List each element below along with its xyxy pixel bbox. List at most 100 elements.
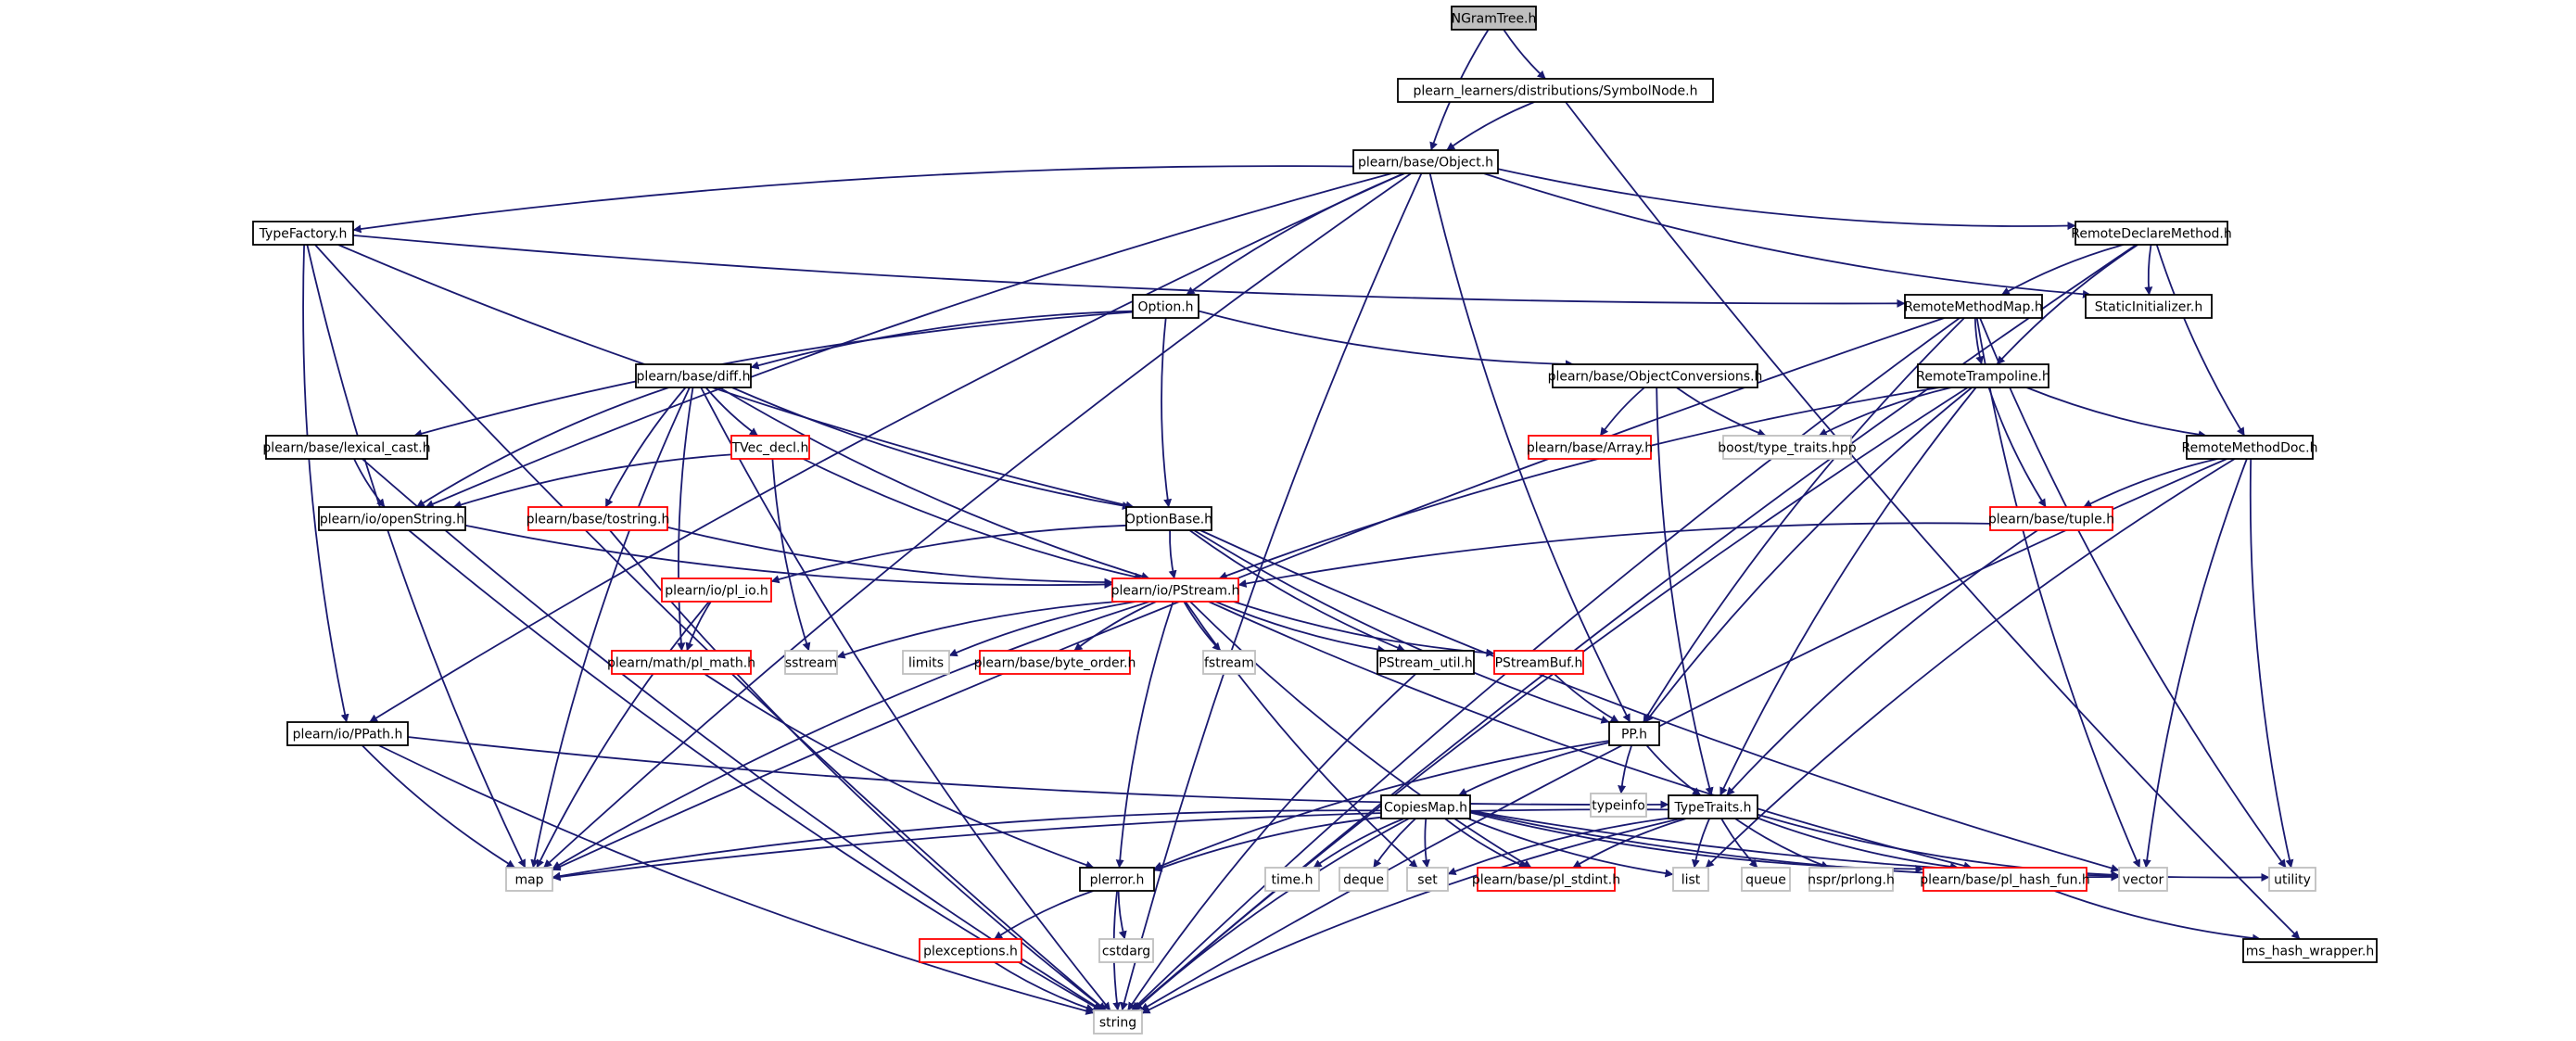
node-label-ngramtree: NGramTree.h	[1452, 12, 1537, 27]
node-remotetrampoline[interactable]: RemoteTrampoline.h	[1916, 363, 2050, 388]
edge-remotemethoddoc-to-string	[1140, 458, 2227, 1011]
node-typeinfo[interactable]: typeinfo	[1590, 793, 1647, 818]
node-boosttt[interactable]: boost/type_traits.hpp	[1718, 435, 1857, 460]
edge-ppath-to-typetraits	[407, 736, 1669, 809]
node-plhashfun[interactable]: plearn/base/pl_hash_fun.h	[1920, 867, 2090, 892]
node-pp[interactable]: PP.h	[1608, 721, 1660, 746]
node-objconv[interactable]: plearn/base/ObjectConversions.h	[1548, 363, 1763, 388]
node-fstream[interactable]: fstream	[1202, 650, 1256, 675]
node-set[interactable]: set	[1406, 867, 1449, 892]
node-staticinit[interactable]: StaticInitializer.h	[2085, 294, 2213, 319]
node-plmath[interactable]: plearn/math/pl_math.h	[607, 650, 755, 675]
node-label-lexicalcast: plearn/base/lexical_cast.h	[262, 441, 430, 456]
node-diff[interactable]: plearn/base/diff.h	[635, 363, 752, 388]
node-plerror[interactable]: plerror.h	[1079, 867, 1155, 892]
node-box-set	[1406, 867, 1449, 892]
edge-object-to-string	[1120, 172, 1423, 1011]
nodes-layer: NGramTree.h plearn_learners/distributions…	[252, 6, 2378, 1035]
node-box-plmath	[611, 650, 752, 675]
edge-pp-to-copiesmap	[1458, 742, 1610, 796]
edge-diff-to-plmath	[677, 387, 694, 652]
node-utility[interactable]: utility	[2268, 867, 2316, 892]
edge-typetraits-to-string	[1141, 818, 1681, 1014]
node-ngramtree[interactable]: NGramTree.h	[1451, 6, 1537, 31]
node-remotemethodmap[interactable]: RemoteMethodMap.h	[1904, 294, 2043, 319]
node-copiesmap[interactable]: CopiesMap.h	[1380, 794, 1471, 819]
node-label-typeinfo: typeinfo	[1592, 799, 1645, 814]
edge-pstream-to-pstreambuf	[1233, 601, 1495, 657]
node-box-remotemethodmap	[1904, 294, 2043, 319]
node-pstreambuf[interactable]: PStreamBuf.h	[1493, 650, 1584, 675]
node-openstring[interactable]: plearn/io/openString.h	[318, 506, 466, 531]
node-label-sstream: sstream	[785, 656, 837, 671]
edge-object-to-option	[1186, 172, 1405, 296]
edge-remotetrampoline-to-pstream	[1218, 387, 1940, 580]
node-box-typeinfo	[1590, 793, 1647, 818]
node-label-typetraits: TypeTraits.h	[1674, 801, 1752, 816]
edge-diff-to-optionbase	[731, 387, 1131, 510]
node-timeh[interactable]: time.h	[1264, 867, 1320, 892]
node-string[interactable]: string	[1093, 1009, 1143, 1035]
edge-option-to-objconv	[1198, 310, 1574, 369]
node-box-typefactory	[252, 221, 354, 246]
node-lexicalcast[interactable]: plearn/base/lexical_cast.h	[262, 435, 431, 460]
node-plexceptions[interactable]: plexceptions.h	[919, 938, 1022, 963]
node-label-plio: plearn/io/pl_io.h	[665, 584, 768, 599]
node-tvecdecl[interactable]: TVec_decl.h	[730, 435, 810, 460]
edge-typefactory-to-string	[314, 244, 1107, 1011]
node-mshashwrapper[interactable]: ms_hash_wrapper.h	[2242, 938, 2378, 963]
node-queue[interactable]: queue	[1741, 867, 1791, 892]
node-map[interactable]: map	[505, 867, 553, 892]
node-box-byteorder	[979, 650, 1131, 675]
edge-remotetrampoline-to-remotemethoddoc	[2025, 387, 2207, 439]
edge-typetraits-to-list	[1691, 818, 1711, 869]
node-byteorder[interactable]: plearn/base/byte_order.h	[974, 650, 1136, 675]
node-remotedeclaremethod[interactable]: RemoteDeclareMethod.h	[2071, 221, 2232, 246]
node-ppath[interactable]: plearn/io/PPath.h	[286, 721, 409, 746]
node-label-array: plearn/base/Array.h	[1527, 441, 1653, 456]
node-box-staticinit	[2085, 294, 2213, 319]
edge-object-to-staticinit	[1483, 172, 2091, 298]
node-sstream[interactable]: sstream	[784, 650, 838, 675]
node-typefactory[interactable]: TypeFactory.h	[252, 221, 354, 246]
node-limits[interactable]: limits	[902, 650, 950, 675]
edge-symbolnode-to-object	[1446, 101, 1535, 151]
node-label-optionbase: OptionBase.h	[1125, 513, 1212, 527]
node-label-tuple: plearn/base/tuple.h	[1988, 513, 2114, 527]
edge-remotemethoddoc-to-vector	[2142, 458, 2248, 869]
node-object[interactable]: plearn/base/Object.h	[1352, 149, 1499, 174]
node-pstream[interactable]: plearn/io/PStream.h	[1111, 578, 1240, 603]
edge-typetraits-to-queue	[1720, 818, 1758, 869]
edge-diff-to-openstring	[415, 387, 669, 508]
node-tostring[interactable]: plearn/base/tostring.h	[527, 506, 670, 531]
node-tuple[interactable]: plearn/base/tuple.h	[1988, 506, 2114, 531]
edge-pstream-to-plstdint	[1189, 601, 1532, 869]
edge-openstring-to-pstream	[464, 524, 1113, 589]
edge-remotemethodmap-to-remotetrampoline	[1973, 317, 1984, 365]
edge-diff-to-map	[530, 387, 691, 869]
node-optionbase[interactable]: OptionBase.h	[1125, 506, 1212, 531]
node-plstdint[interactable]: plearn/base/pl_stdint.h	[1472, 867, 1620, 892]
edge-objconv-to-array	[1599, 387, 1645, 437]
node-list[interactable]: list	[1672, 867, 1709, 892]
node-plio[interactable]: plearn/io/pl_io.h	[661, 578, 772, 603]
node-box-timeh	[1264, 867, 1320, 892]
edge-pstream-to-plerror	[1115, 601, 1174, 869]
node-box-deque	[1339, 867, 1389, 892]
node-box-diff	[635, 363, 752, 388]
node-vector[interactable]: vector	[2118, 867, 2168, 892]
node-array[interactable]: plearn/base/Array.h	[1527, 435, 1653, 460]
edge-tuple-to-pstream	[1237, 522, 1991, 588]
node-pstreamutil[interactable]: PStream_util.h	[1377, 650, 1475, 675]
node-nsprprlong[interactable]: nspr/prlong.h	[1808, 867, 1895, 892]
node-deque[interactable]: deque	[1339, 867, 1389, 892]
node-remotemethoddoc[interactable]: RemoteMethodDoc.h	[2182, 435, 2318, 460]
node-box-boosttt	[1722, 435, 1852, 460]
node-cstdarg[interactable]: cstdarg	[1098, 938, 1154, 963]
node-box-copiesmap	[1380, 794, 1471, 819]
node-typetraits[interactable]: TypeTraits.h	[1668, 794, 1758, 819]
node-box-queue	[1741, 867, 1791, 892]
node-symbolnode[interactable]: plearn_learners/distributions/SymbolNode…	[1397, 78, 1714, 103]
node-option[interactable]: Option.h	[1132, 294, 1199, 319]
